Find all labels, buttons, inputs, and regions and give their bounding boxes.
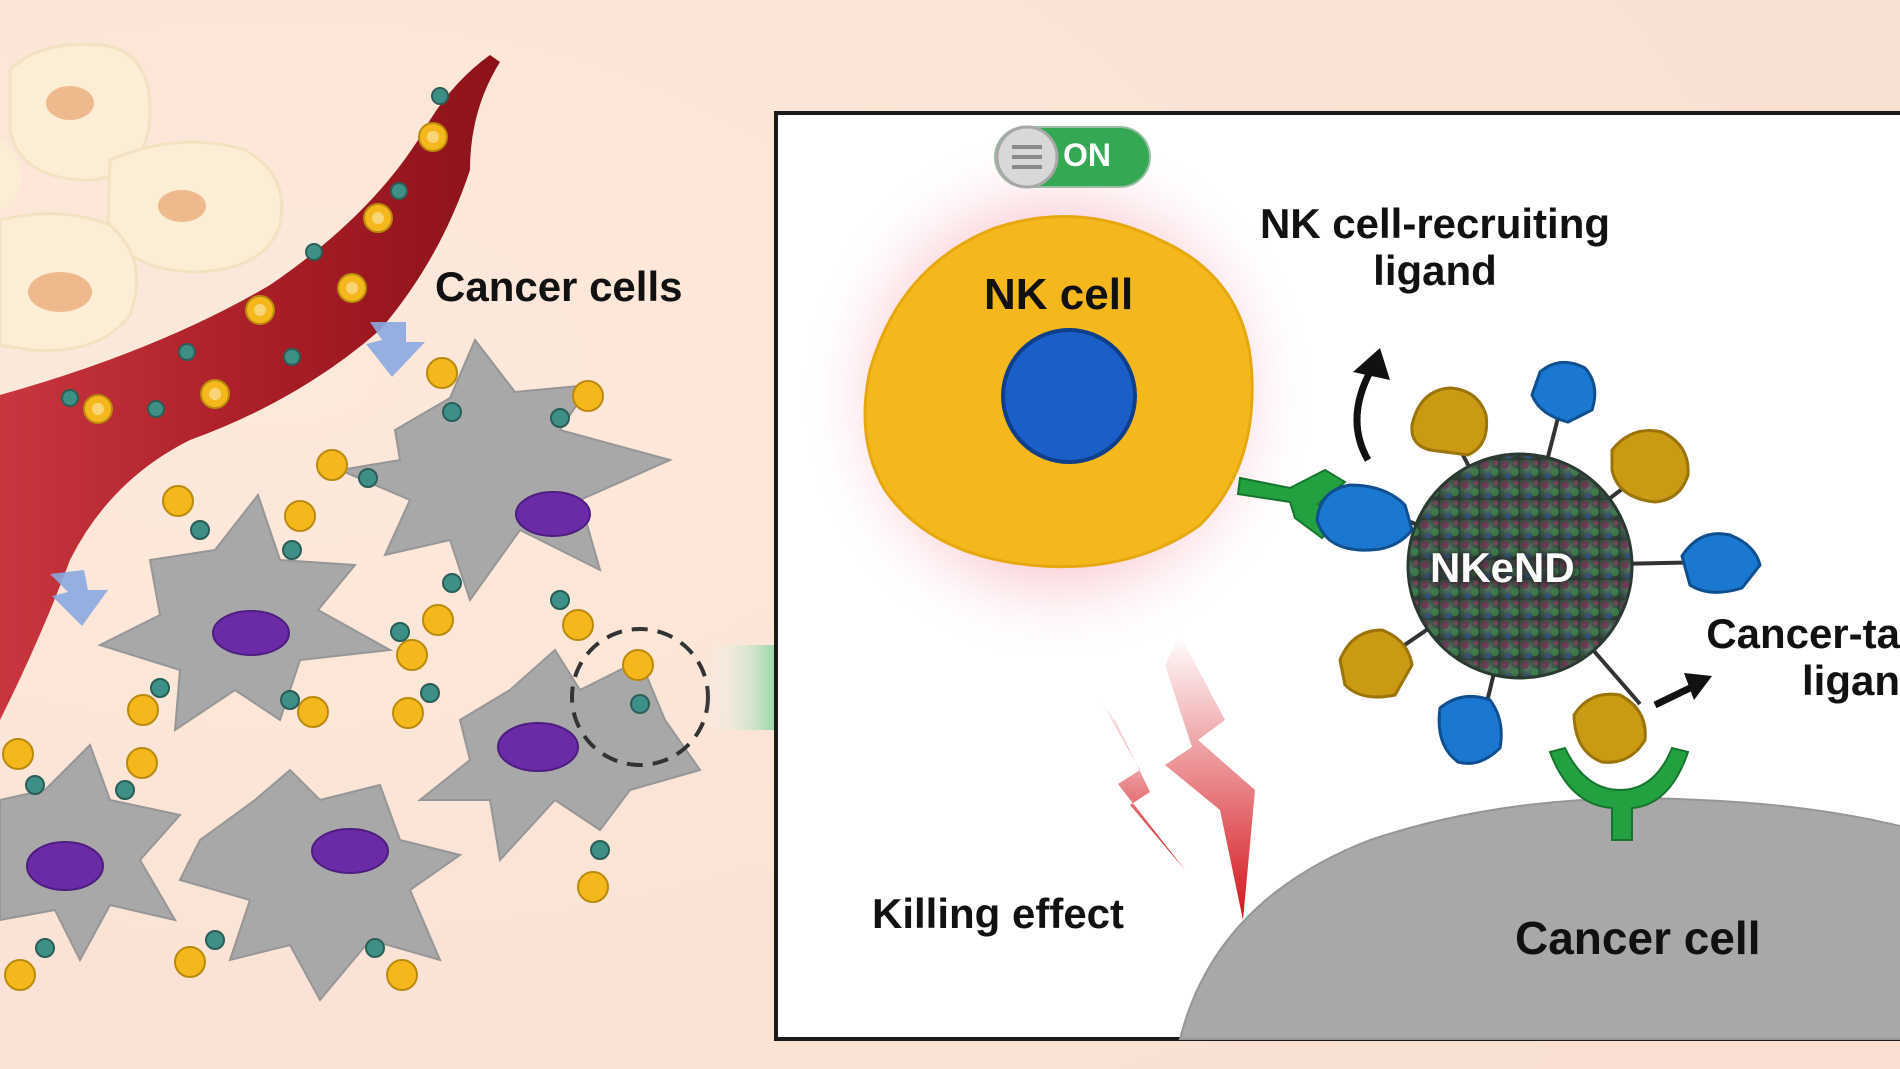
killing-lightning	[1100, 635, 1255, 920]
cancer-targeting-ligands	[1338, 386, 1690, 764]
nkend-label: NKeND	[1430, 544, 1575, 591]
cancer-cell-label: Cancer cell	[1515, 912, 1761, 964]
cancer-cell-large	[1178, 797, 1900, 1040]
migration-arrows	[50, 322, 425, 626]
nk-cell-label: NK cell	[984, 270, 1134, 319]
cancer-nuclei	[26, 491, 591, 891]
bound-nk-cells	[2, 357, 654, 991]
nk-recruiting-ligand-line2: ligand	[1373, 247, 1497, 295]
nk-recruiting-ligand-label: NK cell-recruiting ligand	[1215, 200, 1655, 294]
recruit-arrow	[1353, 370, 1374, 462]
on-switch-label: ON	[1063, 137, 1111, 173]
cancer-cells-label: Cancer cells	[435, 263, 683, 310]
cancer-targeting-ligand-line1: Cancer-ta	[1706, 610, 1900, 657]
nk-recruiting-ligands	[1315, 360, 1762, 765]
cancer-receptor	[1548, 746, 1690, 841]
on-switch	[994, 125, 1151, 189]
normal-cells	[0, 42, 284, 353]
nk-cell-nucleus	[1001, 328, 1137, 464]
killing-effect-label: Killing effect	[872, 890, 1125, 937]
cancer-targeting-ligand-line2: ligan	[1801, 657, 1900, 705]
nk-recruiting-ligand-line1: NK cell-recruiting	[1259, 200, 1611, 247]
recruit-arrow-head	[1353, 348, 1390, 380]
cancer-targeting-ligand-label: Cancer-ta ligan	[1655, 610, 1900, 704]
target-arrow	[1653, 673, 1712, 709]
vessel-particles	[61, 87, 449, 424]
